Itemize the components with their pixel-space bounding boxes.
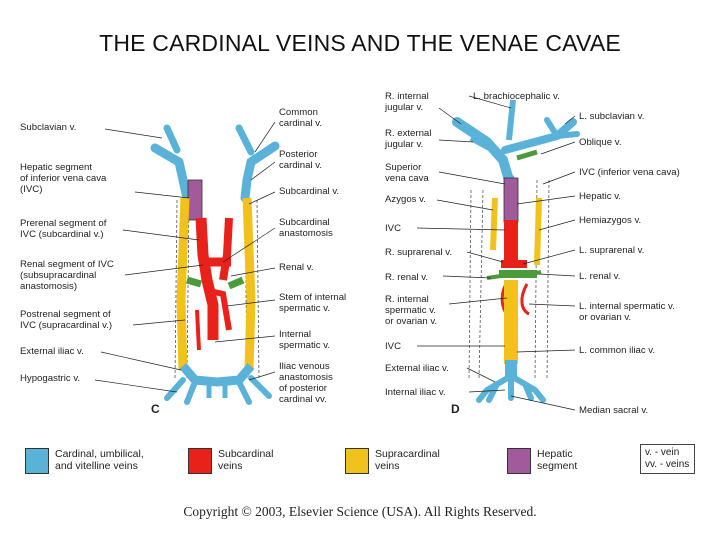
- label-l-common-iliac-v: L. common iliac v.: [579, 345, 656, 356]
- panel-d-letter: D: [451, 402, 460, 416]
- label-oblique-v: Oblique v.: [579, 137, 622, 148]
- label-external-iliac-v-d: External iliac v.: [385, 363, 449, 374]
- label-postrenal-segment: Postrenal segment of IVC (supracardinal …: [20, 309, 113, 331]
- label-prerenal-segment: Prerenal segment of IVC (subcardinal v.): [20, 218, 107, 240]
- panel-c-letter: C: [151, 402, 160, 416]
- copyright-notice: Copyright © 2003, Elsevier Science (USA)…: [183, 504, 537, 519]
- label-l-subclavian-v: L. subclavian v.: [579, 111, 645, 122]
- legend-label-cardinal: Cardinal, umbilical, and vitelline veins: [55, 448, 144, 472]
- label-l-renal-v: L. renal v.: [579, 271, 621, 282]
- abbreviation-key: v. - vein vv. - veins: [640, 444, 695, 474]
- panel-c-vessels: [150, 124, 280, 405]
- label-subcardinal-anastomosis: Subcardinal anastomosis: [279, 217, 333, 239]
- label-median-sacral-v: Median sacral v.: [579, 405, 649, 416]
- label-superior-vena-cava: Superior vena cava: [385, 162, 429, 184]
- diagram-panel: Subclavian v. Hepatic segment of inferio…: [17, 80, 712, 440]
- legend-label-hepatic: Hepatic segment: [537, 448, 578, 472]
- label-l-internal-spermatic-v: L. internal spermatic v. or ovarian v.: [579, 301, 675, 323]
- leader-lines: [94, 95, 576, 411]
- legend-swatch-cardinal: [25, 448, 49, 474]
- legend-swatch-supracardinal: [345, 448, 369, 474]
- label-hepatic-v: Hepatic v.: [579, 191, 621, 202]
- label-posterior-cardinal-v: Posterior cardinal v.: [279, 149, 323, 171]
- label-r-suprarenal-v: R. suprarenal v.: [385, 247, 453, 258]
- label-hypogastric-v: Hypogastric v.: [20, 373, 81, 384]
- label-stem-internal-spermatic-v: Stem of internal spermatic v.: [279, 292, 347, 314]
- label-azygos-v: Azygos v.: [385, 194, 426, 205]
- label-iliac-venous-anastomosis: Iliac venous anastomosis of posterior ca…: [279, 361, 333, 405]
- legend-swatch-subcardinal: [188, 448, 212, 474]
- label-hepatic-segment-ivc: Hepatic segment of inferior vena cava (I…: [20, 162, 107, 195]
- label-internal-spermatic-v: Internal spermatic v.: [279, 329, 330, 351]
- label-subclavian-v: Subclavian v.: [20, 122, 77, 133]
- label-l-brachiocephalic-v: L. brachiocephalic v.: [473, 91, 560, 102]
- label-l-suprarenal-v: L. suprarenal v.: [579, 245, 645, 256]
- label-internal-iliac-v: Internal iliac v.: [385, 387, 446, 398]
- panel-d-vessels: [452, 99, 580, 403]
- label-hemiazygos-v: Hemiazygos v.: [579, 215, 642, 226]
- color-legend: Cardinal, umbilical, and vitelline veins…: [25, 444, 695, 476]
- label-r-external-jugular-v: R. external jugular v.: [385, 128, 432, 150]
- legend-swatch-hepatic: [507, 448, 531, 474]
- label-r-renal-v: R. renal v.: [385, 272, 429, 283]
- label-ivc-inferior-vena-cava: IVC (inferior vena cava): [579, 167, 680, 178]
- vein-diagram-art: [94, 95, 580, 411]
- label-renal-segment: Renal segment of IVC (subsupracardinal a…: [20, 259, 114, 292]
- legend-label-subcardinal: Subcardinal veins: [218, 448, 274, 472]
- label-ivc-lower: IVC: [385, 341, 401, 352]
- label-renal-v: Renal v.: [279, 262, 314, 273]
- label-common-cardinal-v: Common cardinal v.: [279, 107, 323, 129]
- label-r-internal-spermatic-v: R. internal spermatic v. or ovarian v.: [385, 294, 438, 327]
- legend-label-supracardinal: Supracardinal veins: [375, 448, 440, 472]
- label-subcardinal-v: Subcardinal v.: [279, 186, 340, 197]
- label-external-iliac-v: External iliac v.: [20, 346, 84, 357]
- page-title: THE CARDINAL VEINS AND THE VENAE CAVAE: [99, 30, 621, 56]
- label-r-internal-jugular-v: R. internal jugular v.: [385, 91, 429, 113]
- label-ivc-upper: IVC: [385, 223, 401, 234]
